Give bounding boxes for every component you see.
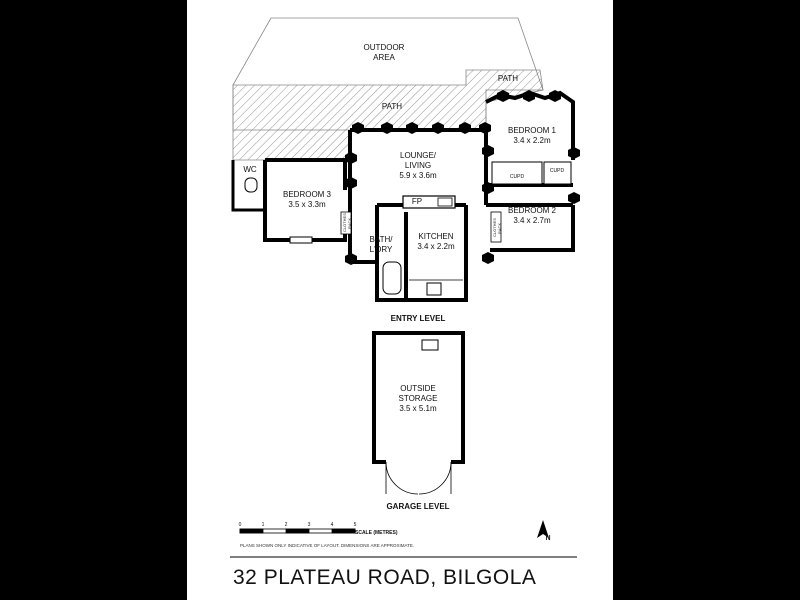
- lounge-window-bays: [345, 122, 494, 194]
- clothes-rack-box-1: [340, 211, 352, 235]
- clothes-rack-box-2: [490, 211, 502, 243]
- label-clothes-rack-1: CLOTHES RACK: [342, 213, 352, 232]
- scale-bar: [239, 528, 356, 534]
- garage-doors: [385, 461, 452, 495]
- bedroom3-window: [289, 236, 313, 244]
- label-path-main: PATH: [381, 102, 403, 111]
- cupboard-2: [543, 161, 572, 185]
- kitchen-sink: [426, 282, 442, 296]
- label-cupd-2: CUPD: [549, 168, 565, 174]
- label-cupd-1: CUPD: [509, 174, 525, 180]
- wc-walls: [231, 160, 265, 212]
- fireplace-hearth: [437, 197, 453, 207]
- property-address: 32 PLATEAU ROAD, BILGOLA: [233, 566, 537, 589]
- plan-disclaimer: PLANS SHOWN ONLY INDICATIVE OF LAYOUT. D…: [240, 543, 415, 548]
- scale-tick-1: 1: [261, 522, 265, 528]
- scale-tick-0: 0: [238, 522, 242, 528]
- label-entry-level: ENTRY LEVEL: [390, 314, 446, 323]
- bedroom1-bays: [497, 90, 580, 204]
- label-path-top: PATH: [497, 74, 519, 83]
- scale-tick-2: 2: [284, 522, 288, 528]
- scale-tick-5: 5: [353, 522, 357, 528]
- label-wc: WC: [243, 165, 257, 174]
- scale-tick-4: 4: [330, 522, 334, 528]
- scale-tick-3: 3: [307, 522, 311, 528]
- label-garage-level: GARAGE LEVEL: [386, 502, 450, 511]
- cupboard-1: [491, 161, 543, 185]
- scale-title: SCALE (METRES): [355, 530, 398, 536]
- storage-walls: [372, 331, 465, 464]
- label-bath: BATH/L'DRY: [369, 235, 393, 254]
- label-fireplace: FP: [411, 197, 423, 206]
- core-bays: [345, 252, 494, 265]
- bath-tub: [382, 261, 402, 295]
- label-clothes-rack-2: CLOTHES RACK: [492, 218, 502, 238]
- north-arrow-icon: [537, 520, 549, 538]
- compass-label: N: [545, 535, 551, 542]
- storage-vent: [421, 339, 439, 351]
